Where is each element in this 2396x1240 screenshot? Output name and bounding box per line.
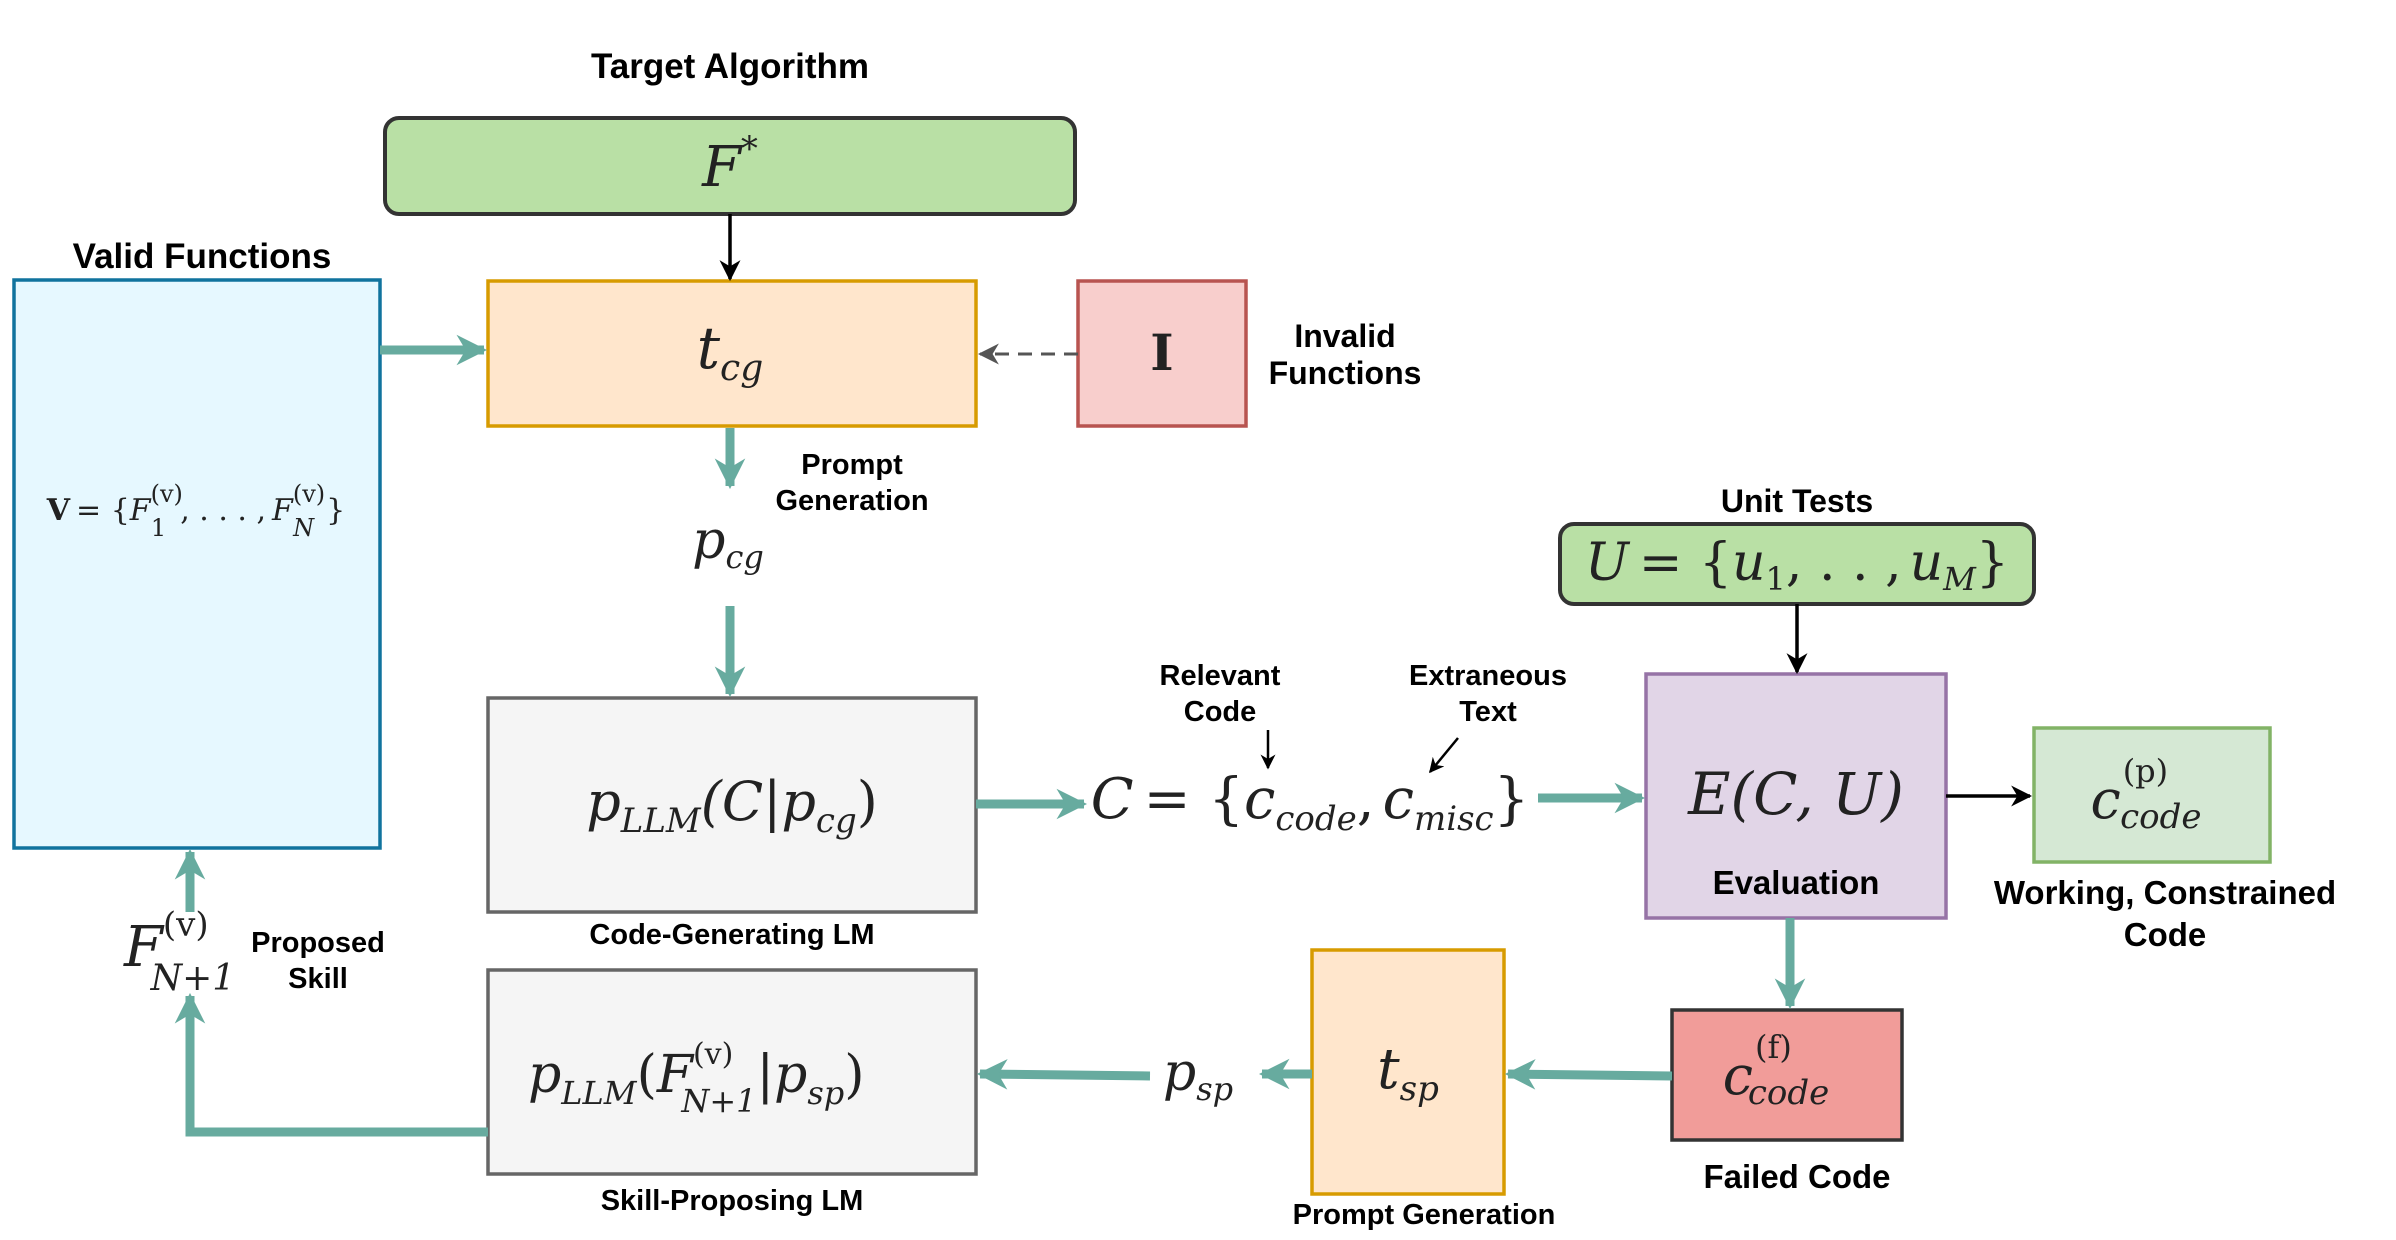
invalid-functions-label-2: Functions bbox=[1269, 355, 1422, 391]
tsp-box bbox=[1310, 948, 1506, 1196]
prompt-generation-bottom-label: Prompt Generation bbox=[1293, 1199, 1556, 1231]
target-algorithm-label: Target Algorithm bbox=[591, 47, 869, 86]
valid-functions-box bbox=[12, 278, 382, 850]
extraneous-text-label-2: Text bbox=[1459, 696, 1517, 728]
working-code-formula: c(p)code bbox=[2090, 752, 2201, 837]
invalid-functions-box bbox=[1076, 279, 1248, 428]
valid-functions-formula: V= {F(v)1, . . . ,F(v)N} bbox=[46, 480, 346, 542]
psp-formula: psp bbox=[1163, 1043, 1233, 1108]
code-generating-lm-label: Code-Generating LM bbox=[589, 919, 874, 951]
candidate-set-formula: C= {ccode,cmisc} bbox=[1091, 767, 1529, 839]
arrow-lm-to-fnew bbox=[174, 992, 488, 1137]
arrow-extraneous-pointer bbox=[1429, 737, 1459, 774]
extraneous-text-label-1: Extraneous bbox=[1409, 660, 1567, 692]
failed-code-formula: c(f)code bbox=[1723, 1028, 1829, 1113]
evaluation-formula: E(C, U) bbox=[1687, 760, 1904, 828]
proposed-skill-formula: F(v)N+1 bbox=[123, 905, 235, 999]
prompt-generation-label-2: Generation bbox=[775, 485, 928, 517]
target-algorithm-formula: F* bbox=[701, 129, 758, 200]
unit-tests-formula: U= {u1, . . ,uM} bbox=[1585, 533, 2009, 598]
tcg-box bbox=[486, 279, 978, 428]
skill-proposing-lm-box bbox=[486, 968, 978, 1176]
relevant-code-label-1: Relevant bbox=[1160, 660, 1281, 692]
invalid-functions-label-1: Invalid bbox=[1294, 318, 1395, 354]
failed-code-box bbox=[1670, 1008, 1904, 1142]
relevant-code-label-2: Code bbox=[1184, 696, 1257, 728]
working-code-box bbox=[2032, 726, 2272, 864]
proposed-skill-label-1: Proposed bbox=[251, 927, 385, 959]
invalid-functions-symbol: I bbox=[1150, 323, 1173, 382]
skill-proposing-lm-formula: pLLM(F(v)N+1|psp) bbox=[528, 1037, 865, 1120]
failed-code-label: Failed Code bbox=[1703, 1158, 1890, 1195]
code-generating-lm-formula: pLLM(C|pcg) bbox=[586, 770, 878, 841]
working-code-label-1: Working, Constrained bbox=[1994, 874, 2336, 911]
evaluation-label: Evaluation bbox=[1713, 864, 1880, 901]
tsp-formula: tsp bbox=[1377, 1037, 1439, 1109]
pcg-formula: pcg bbox=[692, 511, 764, 576]
arrow-psp-to-lm bbox=[976, 1059, 1151, 1090]
skill-proposing-lm-label: Skill-Proposing LM bbox=[601, 1185, 864, 1217]
arrow-failed-to-tsp bbox=[1504, 1059, 1673, 1090]
proposed-skill-label-2: Skill bbox=[288, 963, 348, 995]
working-code-label-2: Code bbox=[2124, 916, 2207, 953]
valid-functions-label: Valid Functions bbox=[73, 237, 332, 276]
unit-tests-label: Unit Tests bbox=[1721, 483, 1873, 519]
prompt-generation-label-1: Prompt bbox=[801, 449, 903, 481]
tcg-formula: tcg bbox=[697, 314, 764, 389]
